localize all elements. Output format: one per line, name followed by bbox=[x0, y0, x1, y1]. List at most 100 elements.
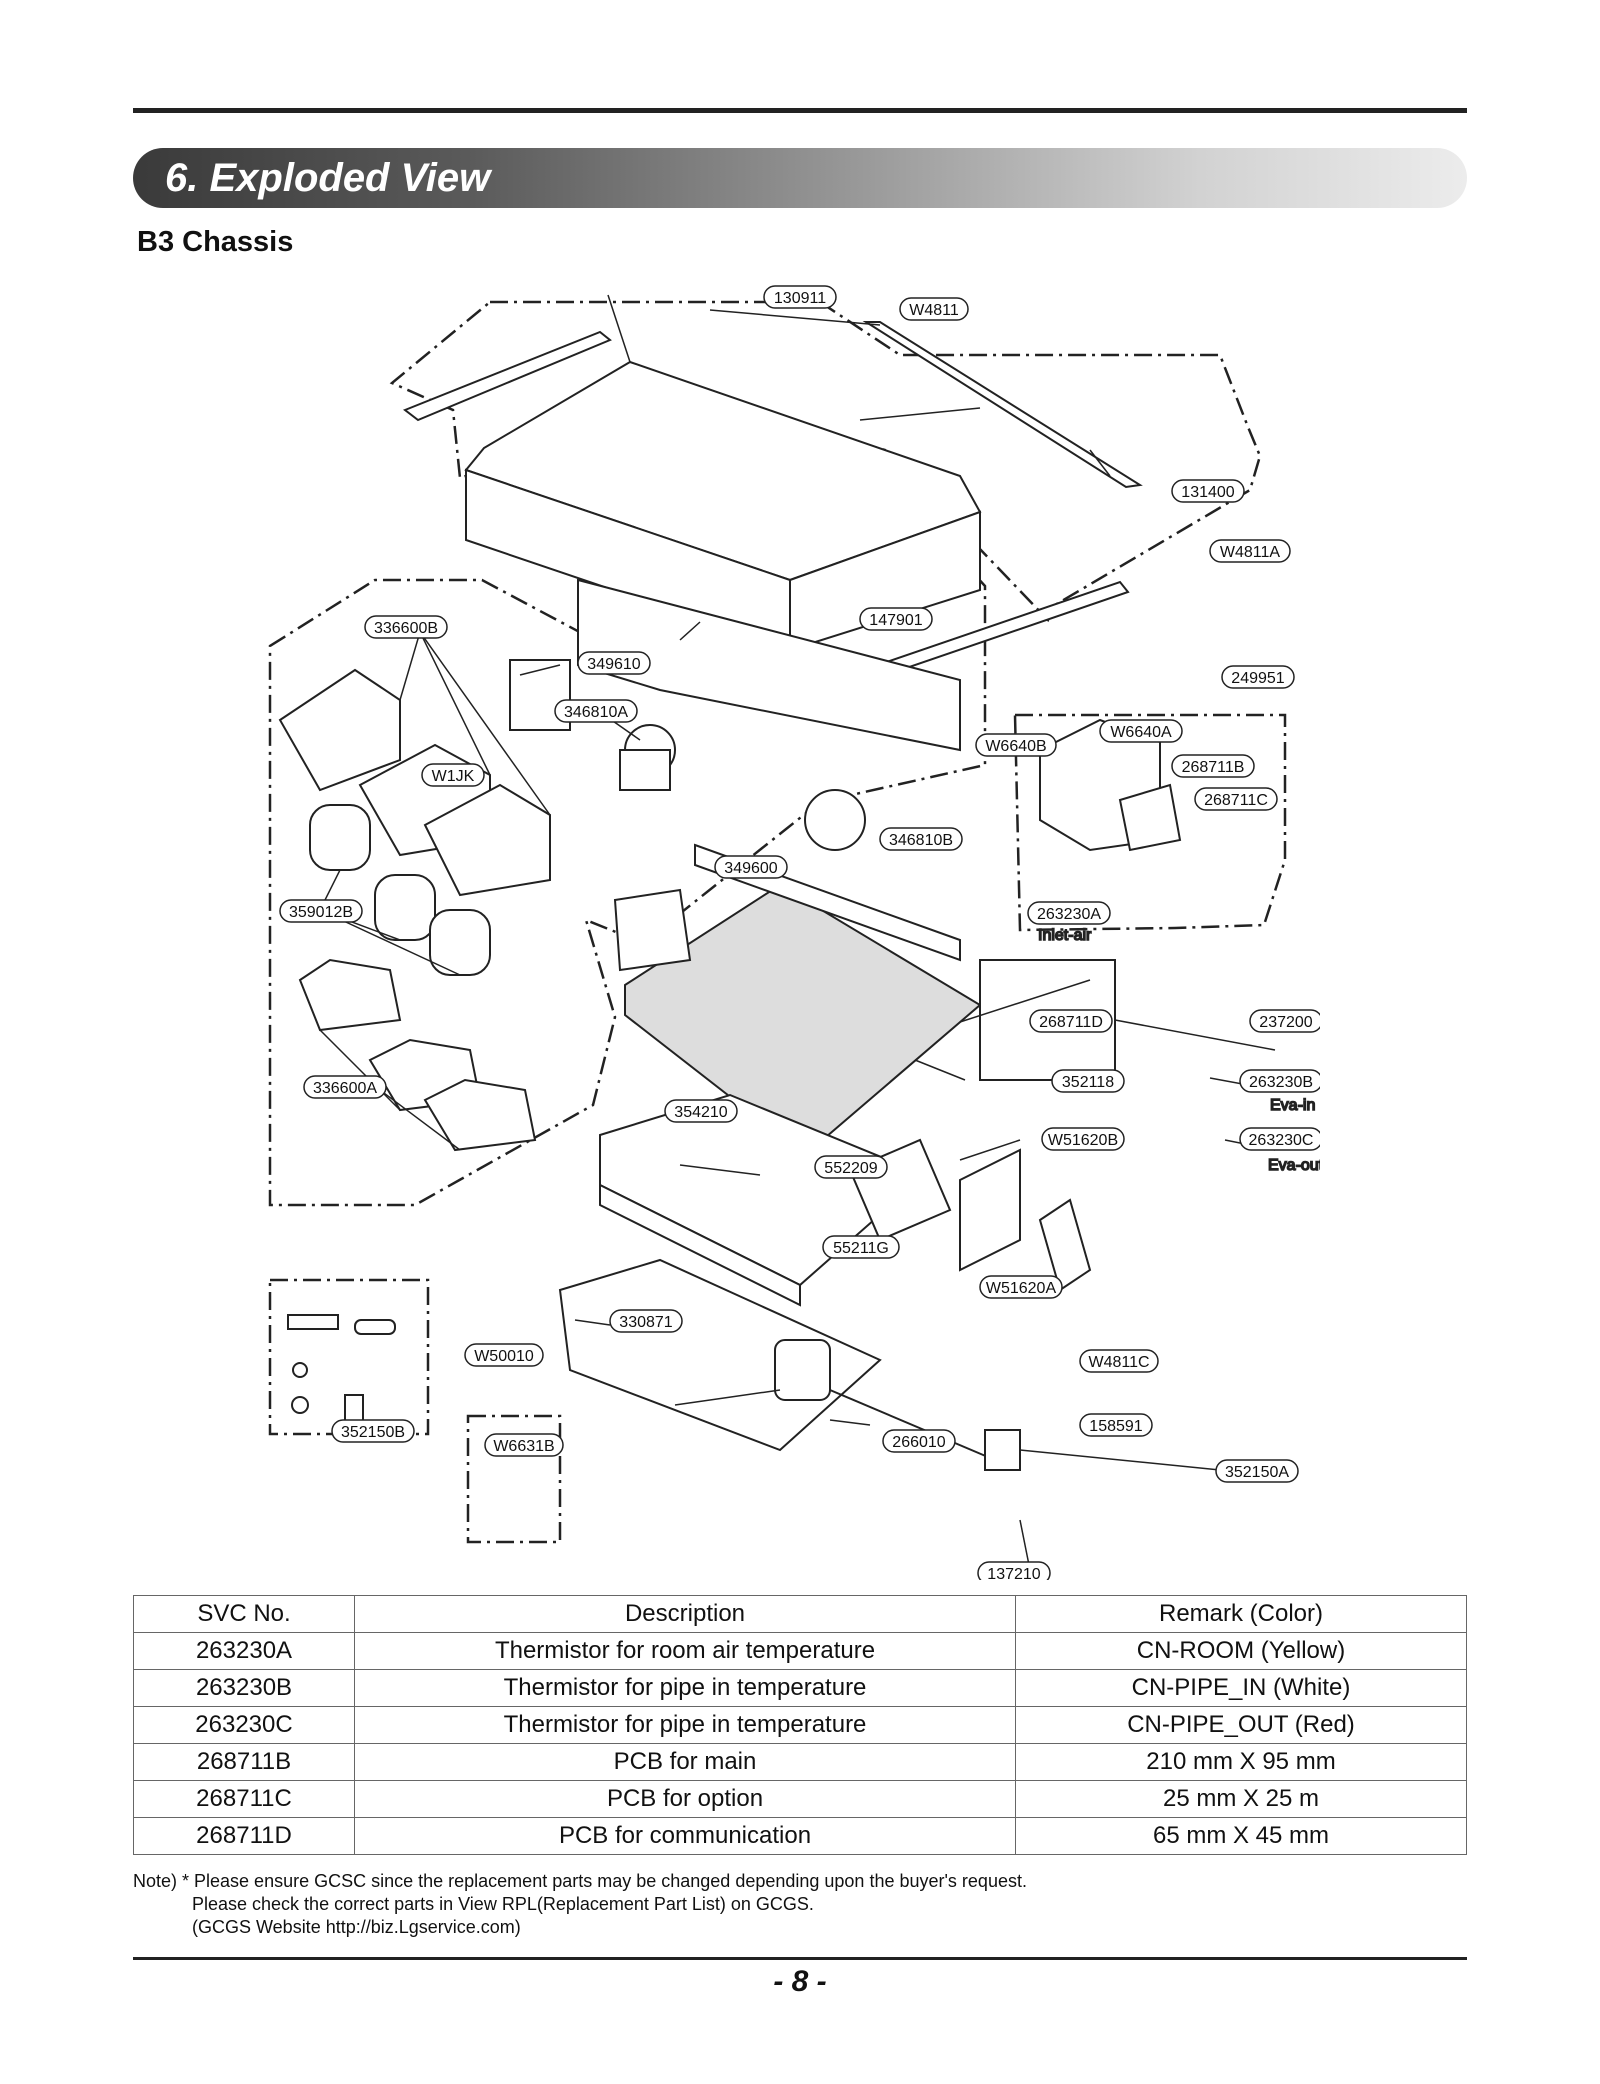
callout-w6640b: W6640B bbox=[975, 733, 1057, 757]
callout-263230c: 263230C bbox=[1239, 1127, 1323, 1151]
callout-552209: 552209 bbox=[814, 1155, 888, 1179]
svg-text:336600A: 336600A bbox=[313, 1080, 377, 1097]
cabinet-side-right bbox=[789, 510, 981, 652]
note-line-1: Note) * Please ensure GCSC since the rep… bbox=[133, 1871, 1027, 1891]
page-number: - 8 - bbox=[773, 1965, 827, 1998]
svg-text:137210: 137210 bbox=[987, 1566, 1040, 1580]
table-row: 263230C Thermistor for pipe in temperatu… bbox=[133, 1706, 1467, 1744]
table-row: 263230B Thermistor for pipe in temperatu… bbox=[133, 1669, 1467, 1707]
cell-remark: 210 mm X 95 mm bbox=[1015, 1743, 1467, 1781]
fan-frame bbox=[577, 578, 961, 752]
fan-wheel-1 bbox=[309, 804, 371, 871]
note-block: Note) * Please ensure GCSC since the rep… bbox=[133, 1870, 1027, 1939]
cell-svc-no: 268711C bbox=[133, 1780, 355, 1818]
svg-text:352150B: 352150B bbox=[341, 1424, 405, 1441]
callout-336600a: 336600A bbox=[303, 1075, 387, 1099]
drain-pipe bbox=[829, 1389, 996, 1461]
cell-description: PCB for option bbox=[354, 1780, 1016, 1818]
callout-346810b: 346810B bbox=[879, 827, 963, 851]
note-line-3: (GCGS Website http://biz.Lgservice.com) bbox=[192, 1917, 521, 1937]
svg-text:359012B: 359012B bbox=[289, 904, 353, 921]
svg-text:W51620A: W51620A bbox=[986, 1280, 1057, 1297]
cell-description: Thermistor for room air temperature bbox=[354, 1632, 1016, 1670]
callout-263230b: 263230B bbox=[1239, 1069, 1323, 1093]
cell-description: PCB for main bbox=[354, 1743, 1016, 1781]
svg-text:330871: 330871 bbox=[619, 1314, 672, 1331]
svg-text:336600B: 336600B bbox=[374, 620, 438, 637]
svg-text:352118: 352118 bbox=[1062, 1074, 1114, 1091]
svg-text:147901: 147901 bbox=[869, 612, 922, 629]
bracket-left bbox=[402, 330, 612, 422]
callout-w50010: W50010 bbox=[464, 1343, 544, 1367]
callout-346810a: 346810A bbox=[554, 699, 638, 723]
sleeve bbox=[354, 1319, 396, 1335]
cell-description: Thermistor for pipe in temperature bbox=[354, 1669, 1016, 1707]
table-row: 268711C PCB for option 25 mm X 25 m bbox=[133, 1780, 1467, 1818]
svg-text:W1JK: W1JK bbox=[432, 768, 475, 785]
cell-remark: 65 mm X 45 mm bbox=[1015, 1817, 1467, 1855]
cell-svc-no: 263230A bbox=[133, 1632, 355, 1670]
svg-text:130911: 130911 bbox=[774, 290, 826, 307]
cell-description: Thermistor for pipe in temperature bbox=[354, 1706, 1016, 1744]
drain-pan-side bbox=[599, 1183, 801, 1307]
sublabel-inlet-air: Inlet-air bbox=[1038, 927, 1092, 944]
exploded-view-diagram: 130911 W4811 131400 W4811A 336600B 14790… bbox=[260, 280, 1324, 1585]
callout-130911: 130911 bbox=[763, 285, 837, 309]
callout-266010: 266010 bbox=[882, 1429, 956, 1453]
callout-158591: 158591 bbox=[1079, 1413, 1153, 1437]
callout-w6640a: W6640A bbox=[1099, 719, 1183, 743]
svg-text:552209: 552209 bbox=[824, 1160, 877, 1177]
svg-text:349610: 349610 bbox=[587, 656, 640, 673]
cell-description: PCB for communication bbox=[354, 1817, 1016, 1855]
svg-text:W4811C: W4811C bbox=[1088, 1354, 1149, 1371]
callout-349600: 349600 bbox=[714, 855, 788, 879]
svg-text:W6640A: W6640A bbox=[1110, 724, 1172, 741]
hose-w50010 bbox=[287, 1314, 339, 1330]
svg-text:266010: 266010 bbox=[892, 1434, 945, 1451]
svg-text:263230C: 263230C bbox=[1249, 1132, 1314, 1149]
svg-text:268711B: 268711B bbox=[1182, 759, 1245, 776]
note-line-2: Please check the correct parts in View R… bbox=[192, 1894, 814, 1914]
callout-w51620b: W51620B bbox=[1041, 1127, 1125, 1151]
table-row: 268711B PCB for main 210 mm X 95 mm bbox=[133, 1743, 1467, 1781]
callout-w4811c: W4811C bbox=[1079, 1349, 1159, 1373]
callout-268711b: 268711B bbox=[1171, 754, 1255, 778]
svg-text:W4811: W4811 bbox=[909, 302, 959, 319]
svg-text:131400: 131400 bbox=[1181, 484, 1234, 501]
base-plate-137210 bbox=[558, 1258, 882, 1452]
svg-text:W6640B: W6640B bbox=[985, 738, 1046, 755]
housing-336600b-3 bbox=[423, 783, 551, 897]
svg-text:346810B: 346810B bbox=[889, 832, 953, 849]
svg-text:352150A: 352150A bbox=[1225, 1464, 1289, 1481]
svg-text:349600: 349600 bbox=[724, 860, 777, 877]
section-title: 6. Exploded View bbox=[165, 156, 491, 200]
chassis-subtitle: B3 Chassis bbox=[137, 226, 294, 258]
svg-text:268711C: 268711C bbox=[1204, 792, 1268, 809]
svg-text:346810A: 346810A bbox=[564, 704, 628, 721]
header-svc-no: SVC No. bbox=[133, 1595, 355, 1633]
callout-268711c: 268711C bbox=[1194, 787, 1278, 811]
housing-336600b-1 bbox=[278, 668, 401, 792]
table-row: 268711D PCB for communication 65 mm X 45… bbox=[133, 1817, 1467, 1855]
svg-text:W51620B: W51620B bbox=[1048, 1132, 1118, 1149]
group-boundary-top bbox=[389, 300, 1262, 623]
callout-352118: 352118 bbox=[1051, 1069, 1125, 1093]
cell-svc-no: 268711D bbox=[133, 1817, 355, 1855]
cell-svc-no: 268711B bbox=[133, 1743, 355, 1781]
cell-remark: CN-ROOM (Yellow) bbox=[1015, 1632, 1467, 1670]
section-banner: 6. Exploded View bbox=[133, 148, 1467, 208]
callout-359012b: 359012B bbox=[279, 899, 363, 923]
callout-w1jk: W1JK bbox=[421, 763, 485, 787]
top-rule bbox=[133, 108, 1467, 113]
svg-text:263230B: 263230B bbox=[1249, 1074, 1313, 1091]
callout-131400: 131400 bbox=[1171, 479, 1245, 503]
bottom-rule bbox=[133, 1957, 1467, 1960]
callout-336600b: 336600B bbox=[364, 615, 448, 639]
callout-137210: 137210 bbox=[977, 1561, 1051, 1585]
fan-wheel-2 bbox=[374, 874, 436, 941]
callout-w51620a: W51620A bbox=[979, 1275, 1063, 1299]
gasket-right bbox=[1038, 1198, 1092, 1292]
evaporator-354210 bbox=[624, 883, 982, 1157]
svg-text:237200: 237200 bbox=[1259, 1014, 1312, 1031]
gasket-w4811 bbox=[862, 321, 1143, 489]
